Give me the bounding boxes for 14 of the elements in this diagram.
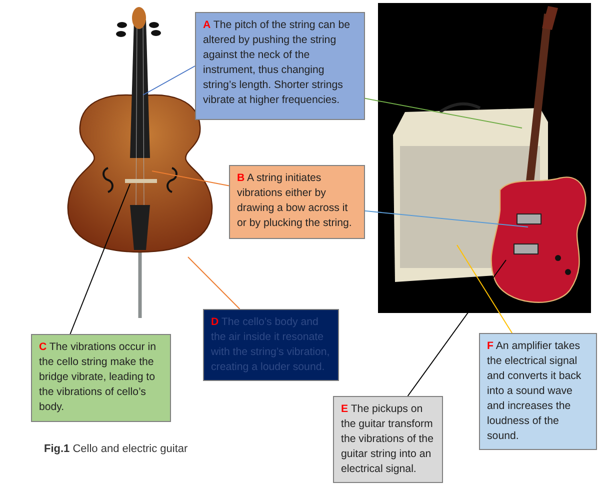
callout-box: C The vibrations occur in the cello string make the bridge vibrate, leading to the vibrations of cello’s body. [31, 334, 171, 422]
leader-line [456, 244, 513, 334]
leader-line [70, 184, 130, 334]
callout-box: F An amplifier takes the electrical signal and converts it back into a sound wave and increases the loudness of the sound. [479, 333, 597, 450]
leader-line [364, 98, 522, 128]
callout-box: E The pickups on the guitar transform the vibrations of the guitar string into an electrical signal. [333, 396, 443, 484]
leader-line [152, 170, 230, 186]
leader-line [188, 256, 240, 310]
leader-line [364, 210, 528, 228]
leader-line [142, 66, 196, 96]
callout-box: B A string initiates vibrations either by drawing a bow across it or by plucking the string. [229, 165, 365, 239]
callout-box: A The pitch of the string can be altered by pushing the string against the neck of the instrument, thus changing string’s length. Shorter strings vibrate at higher frequencies. [195, 12, 365, 120]
leader-line [407, 260, 506, 396]
figure-caption: Fig.1 Cello and electric guitar [44, 443, 188, 455]
